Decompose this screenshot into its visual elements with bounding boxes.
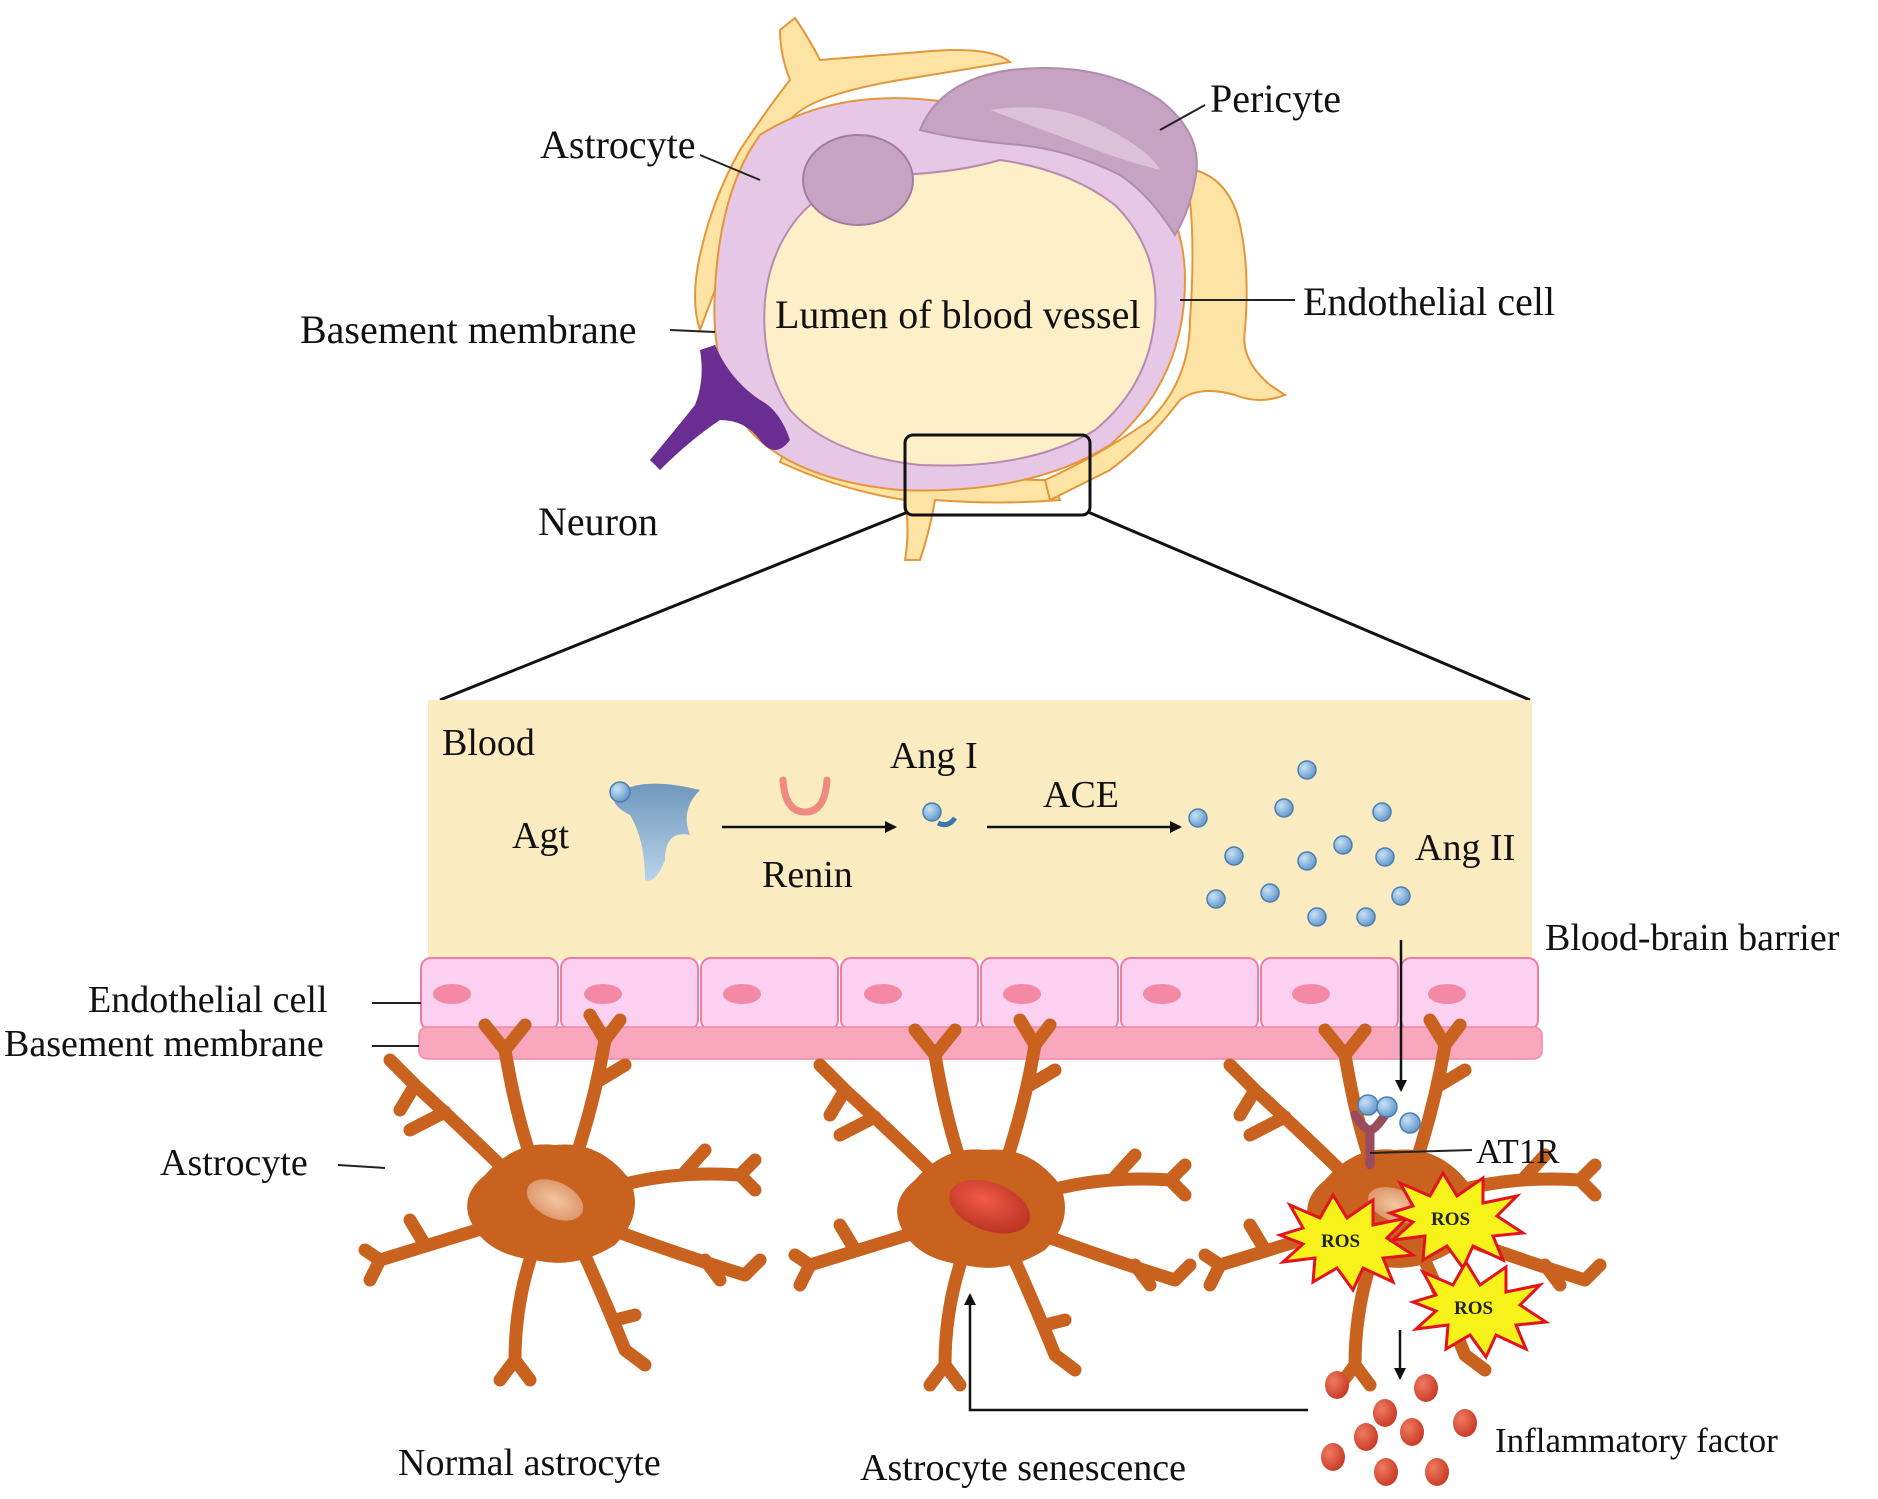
endothelial-cell-nucleus bbox=[1292, 984, 1330, 1004]
pericyte bbox=[918, 67, 1198, 237]
ros-label: ROS bbox=[1321, 1231, 1360, 1252]
inflammatory-to-senescence-arrow bbox=[964, 1293, 1308, 1412]
blood-region bbox=[428, 700, 1532, 960]
leader-at1r bbox=[1369, 1149, 1473, 1154]
zoom-line-left bbox=[439, 510, 909, 702]
label-endothelial-cell-top: Endothelial cell bbox=[1303, 279, 1555, 324]
label-inflammatory-factor: Inflammatory factor bbox=[1495, 1421, 1778, 1460]
inflammatory-factor-particle bbox=[1425, 1458, 1449, 1486]
ang-ii-molecule bbox=[1274, 798, 1294, 818]
inflammatory-factor-particle bbox=[1414, 1374, 1438, 1402]
label-ang-i: Ang I bbox=[890, 735, 978, 777]
label-at1r: AT1R bbox=[1476, 1132, 1560, 1171]
inflammatory-factor-particle bbox=[1374, 1458, 1398, 1486]
label-bbb: Blood-brain barrier bbox=[1545, 917, 1840, 959]
label-ace: ACE bbox=[1043, 774, 1119, 816]
ang-i-tail bbox=[936, 816, 958, 828]
endothelial-cell bbox=[1120, 957, 1259, 1031]
endothelial-cell bbox=[700, 957, 839, 1031]
inflammatory-factor-particle bbox=[1354, 1423, 1378, 1451]
inflammatory-factor-cluster bbox=[1321, 1371, 1477, 1486]
endothelial-nucleus bbox=[802, 134, 914, 226]
label-normal-astrocyte: Normal astrocyte bbox=[398, 1442, 661, 1484]
label-pericyte: Pericyte bbox=[1210, 76, 1341, 121]
label-blood: Blood bbox=[442, 722, 535, 764]
label-agt: Agt bbox=[512, 815, 569, 857]
ang-ii-molecule bbox=[1224, 846, 1244, 866]
agt-dot bbox=[609, 781, 631, 803]
ang-ii-molecule bbox=[1206, 889, 1226, 909]
ros-label: ROS bbox=[1454, 1298, 1493, 1319]
vessel-cross-section: Astrocyte Pericyte Basement membrane Lum… bbox=[300, 16, 1555, 702]
label-astrocyte-top: Astrocyte bbox=[540, 122, 696, 167]
agt-molecule bbox=[614, 783, 700, 881]
label-astrocyte-senescence: Astrocyte senescence bbox=[860, 1447, 1186, 1489]
ang-ii-molecule bbox=[1260, 883, 1280, 903]
inflammatory-factor-particle bbox=[1321, 1443, 1345, 1471]
ang-ii-bound bbox=[1357, 1094, 1379, 1116]
ang-ii-cluster bbox=[1188, 760, 1411, 927]
inflammatory-factor-particle bbox=[1400, 1418, 1424, 1446]
endothelial-cell-nucleus bbox=[723, 984, 761, 1004]
pericyte-nucleus bbox=[990, 107, 1160, 170]
ang-ii-molecule bbox=[1333, 835, 1353, 855]
label-basement-membrane-detail: Basement membrane bbox=[4, 1023, 324, 1065]
at1r-receptor bbox=[1350, 1110, 1390, 1170]
leader-astrocyte-top bbox=[699, 154, 761, 181]
leader-pericyte bbox=[1159, 104, 1206, 131]
ang-ii-molecule bbox=[1356, 907, 1376, 927]
ros-burst: ROS bbox=[1408, 1259, 1551, 1360]
endothelial-cell-nucleus bbox=[584, 984, 622, 1004]
leader-basement-membrane-top bbox=[669, 329, 716, 333]
ang-ii-molecule bbox=[1375, 847, 1395, 867]
ros-burst: ROS bbox=[1275, 1192, 1418, 1293]
ang-ii-molecule bbox=[1391, 886, 1411, 906]
label-renin: Renin bbox=[762, 854, 853, 896]
ang-ii-molecule bbox=[1297, 760, 1317, 780]
zoom-box bbox=[903, 433, 1092, 517]
lumen bbox=[763, 158, 1157, 467]
ang-ii-molecule bbox=[1188, 808, 1208, 828]
label-endothelial-cell-detail: Endothelial cell bbox=[88, 979, 328, 1021]
endothelial-cell bbox=[1400, 957, 1539, 1031]
zoom-line-right bbox=[1087, 510, 1531, 702]
inflammatory-factor-particle bbox=[1453, 1409, 1477, 1437]
astrocyte-end-foot-right bbox=[1043, 168, 1288, 502]
ang-ii-bound bbox=[1399, 1112, 1421, 1134]
detail-panel: Blood Agt Renin Ang I ACE bbox=[4, 700, 1840, 1489]
neuron bbox=[650, 345, 790, 470]
endothelial-cell-nucleus bbox=[1143, 984, 1181, 1004]
endothelial-cell-nucleus bbox=[864, 984, 902, 1004]
label-neuron: Neuron bbox=[538, 499, 658, 544]
renin-enzyme bbox=[779, 776, 831, 816]
label-lumen: Lumen of blood vessel bbox=[775, 292, 1141, 337]
normal-astrocyte-nucleus bbox=[526, 1179, 584, 1221]
inflammatory-factor-particle bbox=[1325, 1371, 1349, 1399]
endothelial-row bbox=[420, 957, 1539, 1031]
label-basement-membrane-top: Basement membrane bbox=[300, 307, 637, 352]
endothelial-cell-nucleus bbox=[1003, 984, 1041, 1004]
inflammatory-factor-particle bbox=[1373, 1399, 1397, 1427]
basement-membrane-row bbox=[418, 1026, 1543, 1060]
endothelial-cell-nucleus bbox=[433, 984, 471, 1004]
ang-ii-molecule bbox=[1372, 802, 1392, 822]
leader-astrocyte-detail bbox=[337, 1164, 386, 1169]
label-ang-ii: Ang II bbox=[1415, 827, 1515, 869]
ros-label: ROS bbox=[1431, 1209, 1470, 1230]
senescent-astrocyte-nucleus bbox=[949, 1179, 1031, 1234]
label-astrocyte-detail: Astrocyte bbox=[160, 1142, 308, 1184]
ang-ii-molecule bbox=[1307, 907, 1327, 927]
normal-astrocyte bbox=[365, 1015, 760, 1380]
ang-ii-bound bbox=[1376, 1096, 1398, 1118]
endothelial-cell-nucleus bbox=[1428, 984, 1466, 1004]
senescent-astrocyte bbox=[795, 1020, 1190, 1385]
ros-burst: ROS bbox=[1385, 1170, 1528, 1271]
endothelial-cell bbox=[840, 957, 979, 1031]
ang-ii-molecule bbox=[1297, 851, 1317, 871]
ang-i-molecule bbox=[922, 802, 942, 822]
endothelial-cell bbox=[560, 957, 699, 1031]
activated-astrocyte bbox=[1205, 1020, 1600, 1385]
